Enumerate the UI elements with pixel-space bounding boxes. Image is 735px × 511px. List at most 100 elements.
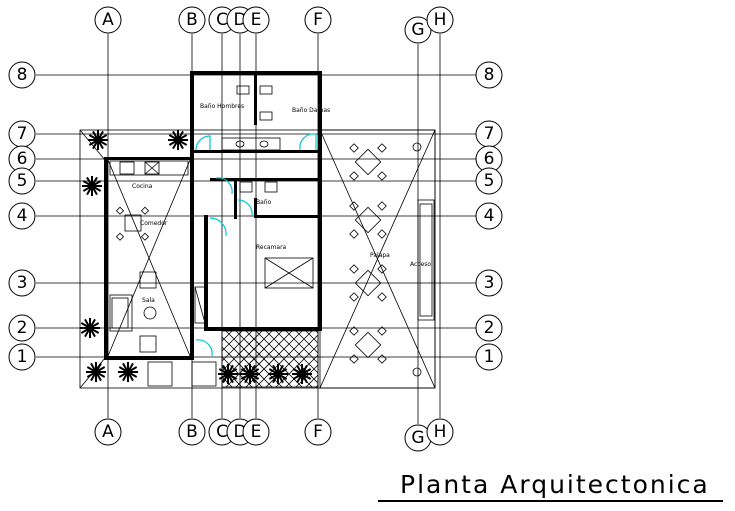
axis-label-c: C <box>216 10 228 30</box>
axis-label-4: 4 <box>484 206 495 226</box>
axis-label-4: 4 <box>17 206 28 226</box>
axis-bubble-h: H <box>426 418 454 446</box>
axis-label-e: E <box>251 10 262 30</box>
axis-label-2: 2 <box>17 318 28 338</box>
axis-bubble-1: 1 <box>8 343 36 371</box>
axis-label-1: 1 <box>17 347 28 367</box>
axis-bubble-4: 4 <box>475 202 503 230</box>
room-label-comedor: Comedor <box>140 220 168 227</box>
palm-tree-icon <box>80 318 100 338</box>
planter-icon <box>191 361 217 387</box>
axis-label-3: 3 <box>484 273 495 293</box>
patio-table-icon <box>349 143 387 181</box>
axis-label-8: 8 <box>484 65 495 85</box>
closet-icon <box>194 286 206 324</box>
axis-bubble-g: G <box>404 424 432 452</box>
axis-bubble-e: E <box>242 6 270 34</box>
post-icon <box>412 142 422 152</box>
axis-bubble-a: A <box>94 418 122 446</box>
axis-label-c: C <box>216 422 228 442</box>
room-label-sala: Sala <box>142 297 155 304</box>
axis-bubble-g: G <box>404 16 432 44</box>
patio-table-icon <box>349 264 387 302</box>
palm-tree-icon <box>88 130 108 150</box>
axis-label-3: 3 <box>17 273 28 293</box>
patio-table-icon <box>349 201 387 239</box>
site-diagonal <box>79 129 106 161</box>
terrace-diagonal <box>319 129 436 389</box>
armchair-icon <box>139 271 157 289</box>
bed-icon <box>264 257 314 289</box>
axis-label-7: 7 <box>17 124 28 144</box>
axis-label-h: H <box>434 422 447 442</box>
tree-icons <box>80 130 312 384</box>
palm-tree-icon <box>82 176 102 196</box>
sink-icon <box>144 161 160 175</box>
axis-label-e: E <box>251 422 262 442</box>
axis-bubble-7: 7 <box>8 120 36 148</box>
axis-label-b: B <box>186 10 198 30</box>
axis-label-h: H <box>434 10 447 30</box>
room-label-bano-damas: Baño Damas <box>292 107 330 114</box>
palapa-tables <box>349 142 422 377</box>
axis-bubble-2: 2 <box>475 314 503 342</box>
room-diagonal <box>107 159 191 357</box>
room-label-palapa: Palapa <box>370 252 390 259</box>
axis-bubble-4: 4 <box>8 202 36 230</box>
kitchen-counter <box>109 160 189 176</box>
dining-table-icon <box>124 214 142 232</box>
axis-label-8: 8 <box>17 65 28 85</box>
axis-label-2: 2 <box>484 318 495 338</box>
axis-label-7: 7 <box>484 124 495 144</box>
palm-tree-icon <box>118 362 138 382</box>
room-label-acceso: Acceso <box>410 261 431 268</box>
axis-bubble-b: B <box>178 6 206 34</box>
axis-label-5: 5 <box>17 171 28 191</box>
axis-label-d: D <box>233 10 246 30</box>
stove-icon <box>119 161 135 175</box>
axis-label-6: 6 <box>17 149 28 169</box>
axis-bubble-8: 8 <box>8 61 36 89</box>
axis-bubble-3: 3 <box>8 269 36 297</box>
coffee-table-icon <box>143 306 157 320</box>
palm-tree-icon <box>86 362 106 382</box>
room-label-recamara: Recamara <box>256 244 287 251</box>
palm-tree-icon <box>168 130 188 150</box>
title-underline <box>378 500 723 502</box>
axis-bubble-a: A <box>94 6 122 34</box>
patio-table-icon <box>349 326 387 364</box>
axis-bubble-8: 8 <box>475 61 503 89</box>
site-boundary <box>79 129 436 389</box>
axis-label-d: D <box>233 422 246 442</box>
room-label-bano-hombres: Baño Hombres <box>200 103 244 110</box>
palm-tree-icon <box>268 364 288 384</box>
access-bench <box>417 199 435 321</box>
axis-bubble-h: H <box>426 6 454 34</box>
axis-label-a: A <box>102 422 114 442</box>
axis-label-f: F <box>313 10 323 30</box>
axis-bubble-e: E <box>242 418 270 446</box>
axis-label-5: 5 <box>484 171 495 191</box>
axis-bubble-7: 7 <box>475 120 503 148</box>
toilet-icons <box>221 85 281 193</box>
axis-label-1: 1 <box>484 347 495 367</box>
sofa-icon <box>109 294 133 332</box>
axis-bubble-f: F <box>304 6 332 34</box>
axis-bubble-3: 3 <box>475 269 503 297</box>
palm-tree-icon <box>218 364 238 384</box>
palm-tree-icon <box>292 364 312 384</box>
axis-bubble-f: F <box>304 418 332 446</box>
axis-label-a: A <box>102 10 114 30</box>
drawing-title: Planta Arquitectonica <box>400 470 710 499</box>
palm-tree-icon <box>240 364 260 384</box>
room-label-cocina: Cocina <box>132 183 153 190</box>
axis-bubble-1: 1 <box>475 343 503 371</box>
building-walls <box>104 71 322 360</box>
axis-label-6: 6 <box>484 149 495 169</box>
axis-bubble-b: B <box>178 418 206 446</box>
axis-bubble-5: 5 <box>475 167 503 195</box>
axis-label-g: G <box>411 20 424 40</box>
